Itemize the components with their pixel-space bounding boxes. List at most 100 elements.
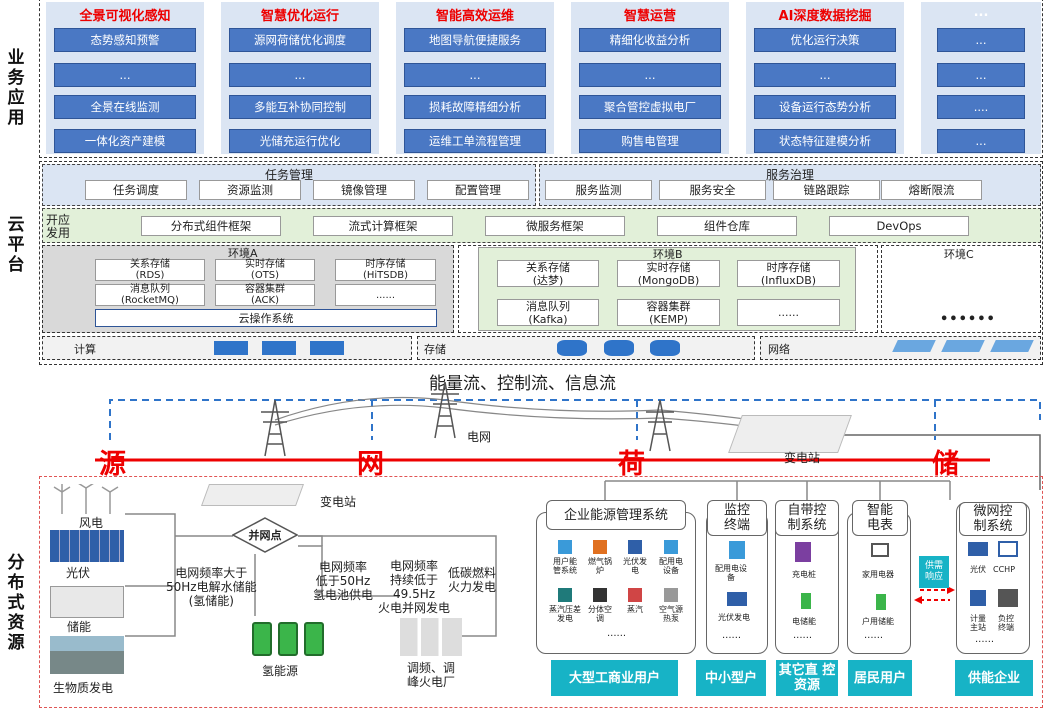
business-function-button[interactable]: 精细化收益分析 (579, 28, 721, 52)
enterprise-device-label: 配用电 设备 (659, 557, 683, 575)
business-column-title: ... (973, 5, 989, 20)
hydrogen-label: 氢能源 (262, 664, 299, 678)
env-b-kafka[interactable]: 消息队列 (Kafka) (497, 299, 599, 326)
business-function-button[interactable]: ... (937, 129, 1025, 153)
other-resource-button[interactable]: 其它直 控资源 (776, 660, 838, 696)
distributed-frame (39, 476, 1043, 708)
task-mgmt-title: 任务管理 (264, 168, 313, 182)
business-function-button[interactable]: 设备运行态势分析 (754, 95, 896, 119)
task-dispatch-button[interactable]: 任务调度 (85, 180, 187, 200)
business-function-button[interactable]: ... (937, 63, 1025, 87)
meter-more: ...... (864, 630, 884, 641)
business-function-button[interactable]: ... (404, 63, 546, 87)
enterprise-more: ...... (607, 628, 627, 639)
business-function-button[interactable]: ... (937, 28, 1025, 52)
storage-label: 储能 (67, 620, 92, 634)
business-function-button[interactable]: 全景在线监测 (54, 95, 196, 119)
service-gov-title: 服务治理 (765, 168, 814, 182)
microgrid-item: 负控 终端 (998, 614, 1014, 632)
enterprise-ems-title[interactable]: 企业能源管理系统 (546, 500, 686, 530)
distributed-framework-button[interactable]: 分布式组件框架 (141, 216, 281, 236)
devops-button[interactable]: DevOps (829, 216, 969, 236)
business-function-button[interactable]: ... (754, 63, 896, 87)
microservice-button[interactable]: 微服务框架 (485, 216, 625, 236)
enterprise-device-icon (558, 540, 572, 554)
open-dev-label: 开应 发用 (46, 213, 71, 240)
component-repo-button[interactable]: 组件仓库 (657, 216, 797, 236)
metering-station-icon (970, 590, 986, 606)
enterprise-device-label: 蒸汽 (627, 605, 643, 614)
meter-icon (729, 541, 745, 559)
service-monitor-button[interactable]: 服务监测 (545, 180, 652, 200)
grid-char: 网 (357, 449, 384, 480)
selfctl-more: ...... (793, 630, 813, 641)
business-function-button[interactable]: 聚合管控虚拟电厂 (579, 95, 721, 119)
env-a-rds[interactable]: 关系存储 (RDS) (95, 259, 205, 281)
source-char: 源 (99, 449, 126, 480)
business-function-button[interactable]: 运维工单流程管理 (404, 129, 546, 153)
business-column: 智慧运营精细化收益分析...聚合管控虚拟电厂购售电管理 (571, 2, 729, 154)
business-function-button[interactable]: 优化运行决策 (754, 28, 896, 52)
circuit-breaker-button[interactable]: 熔断限流 (881, 180, 982, 200)
business-function-button[interactable]: 光储充运行优化 (229, 129, 371, 153)
small-user-button[interactable]: 中小型户 (696, 660, 766, 696)
microgrid-item: 计量 主站 (970, 614, 986, 632)
resource-monitor-button[interactable]: 资源监测 (199, 180, 301, 200)
business-function-button[interactable]: .... (937, 95, 1025, 119)
env-b-kemp[interactable]: 容器集群 (KEMP) (617, 299, 720, 326)
env-c-dots: •••••• (940, 312, 996, 327)
switch-icon (892, 340, 936, 352)
lowcarbon-note: 低碳燃料 火力发电 (448, 566, 497, 594)
business-function-button[interactable]: 损耗故障精细分析 (404, 95, 546, 119)
business-function-button[interactable]: 多能互补协同控制 (229, 95, 371, 119)
transmission-tower-icon (646, 399, 674, 452)
disk-icon (557, 340, 587, 356)
monitor-terminal-title[interactable]: 监控 终端 (707, 500, 767, 536)
business-function-button[interactable]: 地图导航便捷服务 (404, 28, 546, 52)
battery-icon (876, 594, 886, 610)
env-b-mongodb[interactable]: 实时存储 (MongoDB) (617, 260, 720, 287)
business-function-button[interactable]: 购售电管理 (579, 129, 721, 153)
business-function-button[interactable]: 态势感知预警 (54, 28, 196, 52)
microgrid-item: 光伏 (970, 565, 986, 574)
business-column: ................ (921, 2, 1041, 154)
solar-icon (727, 592, 747, 606)
switch-icon (990, 340, 1034, 352)
business-function-button[interactable]: ... (54, 63, 196, 87)
monitor-more: ...... (722, 630, 742, 641)
image-mgmt-button[interactable]: 镜像管理 (313, 180, 415, 200)
fuelcell-note: 电网频率 低于50Hz 氢电池供电 (313, 560, 374, 602)
env-a-title: 环境A (228, 247, 258, 260)
selfctl-title[interactable]: 自带控 制系统 (775, 500, 839, 536)
business-function-button[interactable]: 状态特征建模分析 (754, 129, 896, 153)
business-function-button[interactable]: ... (229, 63, 371, 87)
large-user-button[interactable]: 大型工商业用户 (551, 660, 678, 696)
env-a-ots[interactable]: 实时存储 (OTS) (215, 259, 315, 281)
env-a-rocketmq[interactable]: 消息队列 (RocketMQ) (95, 284, 205, 306)
link-tracing-button[interactable]: 链路跟踪 (773, 180, 880, 200)
hydrogen-cell-icon (278, 622, 298, 656)
cloud-os-button[interactable]: 云操作系统 (95, 309, 437, 327)
grid-point-node[interactable]: 并网点 (232, 517, 298, 553)
smart-meter-title[interactable]: 智能 电表 (852, 500, 908, 536)
enterprise-device-label: 空气源 热泵 (659, 605, 683, 623)
grid-lines-svg (95, 396, 1041, 490)
energy-company-button[interactable]: 供能企业 (955, 660, 1033, 696)
business-function-button[interactable]: ... (579, 63, 721, 87)
meter-item: 户用储能 (862, 617, 894, 626)
stream-compute-button[interactable]: 流式计算框架 (313, 216, 453, 236)
business-function-button[interactable]: 源网荷储优化调度 (229, 28, 371, 52)
env-b-influxdb[interactable]: 时序存储 (InfluxDB) (737, 260, 840, 287)
env-b-dameng[interactable]: 关系存储 (达梦) (497, 260, 599, 287)
solar-panel-icon (50, 530, 124, 562)
microgrid-title[interactable]: 微网控 制系统 (959, 502, 1027, 536)
enterprise-device-label: 分体空 调 (588, 605, 612, 623)
business-function-button[interactable]: 一体化资产建模 (54, 129, 196, 153)
hydrogen-cell-icon (304, 622, 324, 656)
env-a-ack[interactable]: 容器集群 (ACK) (215, 284, 315, 306)
env-a-hitsdb[interactable]: 时序存储 (HiTSDB) (335, 259, 436, 281)
service-security-button[interactable]: 服务安全 (659, 180, 766, 200)
resident-button[interactable]: 居民用户 (848, 660, 912, 696)
config-mgmt-button[interactable]: 配置管理 (427, 180, 529, 200)
transmission-tower-icon (431, 381, 459, 439)
